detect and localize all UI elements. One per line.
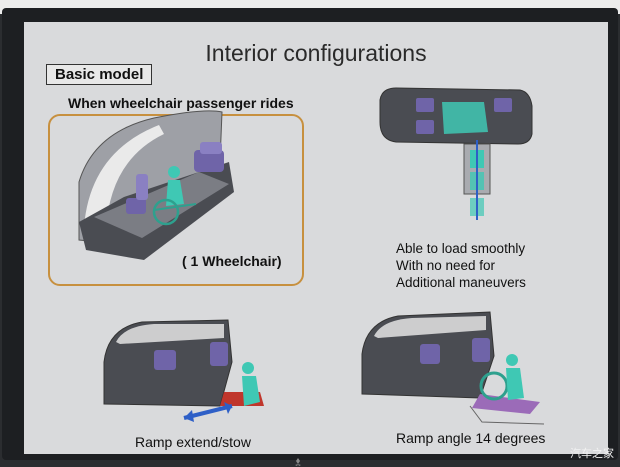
vehicle-interior-image (78, 110, 234, 260)
monitor-bezel: Interior configurations Basic model When… (2, 8, 618, 466)
loading-note-line: With no need for (396, 258, 496, 273)
loading-note-line: Able to load smoothly (396, 241, 526, 256)
ramp-extend-caption: Ramp extend/stow (135, 434, 251, 450)
vehicle-ramp-extend-image (103, 319, 264, 422)
ramp-angle-caption: Ramp angle 14 degrees (396, 430, 546, 446)
vehicle-illustrations (78, 87, 545, 425)
slide-title: Interior configurations (205, 40, 427, 66)
vehicle-ramp-angle-image (361, 311, 545, 425)
vehicle-top-view-image (379, 87, 533, 220)
presentation-slide: Interior configurations Basic model When… (24, 22, 608, 454)
wheelchair-capacity-label: ( 1 Wheelchair) (182, 253, 282, 269)
slide-subhead: When wheelchair passenger rides (68, 95, 294, 111)
watermark: 汽车之家 (570, 448, 614, 460)
monitor-brand-logo (295, 458, 301, 466)
loading-note: Able to load smoothly With no need for A… (396, 240, 526, 291)
basic-model-badge: Basic model (46, 64, 153, 85)
loading-note-line: Additional maneuvers (396, 275, 526, 290)
